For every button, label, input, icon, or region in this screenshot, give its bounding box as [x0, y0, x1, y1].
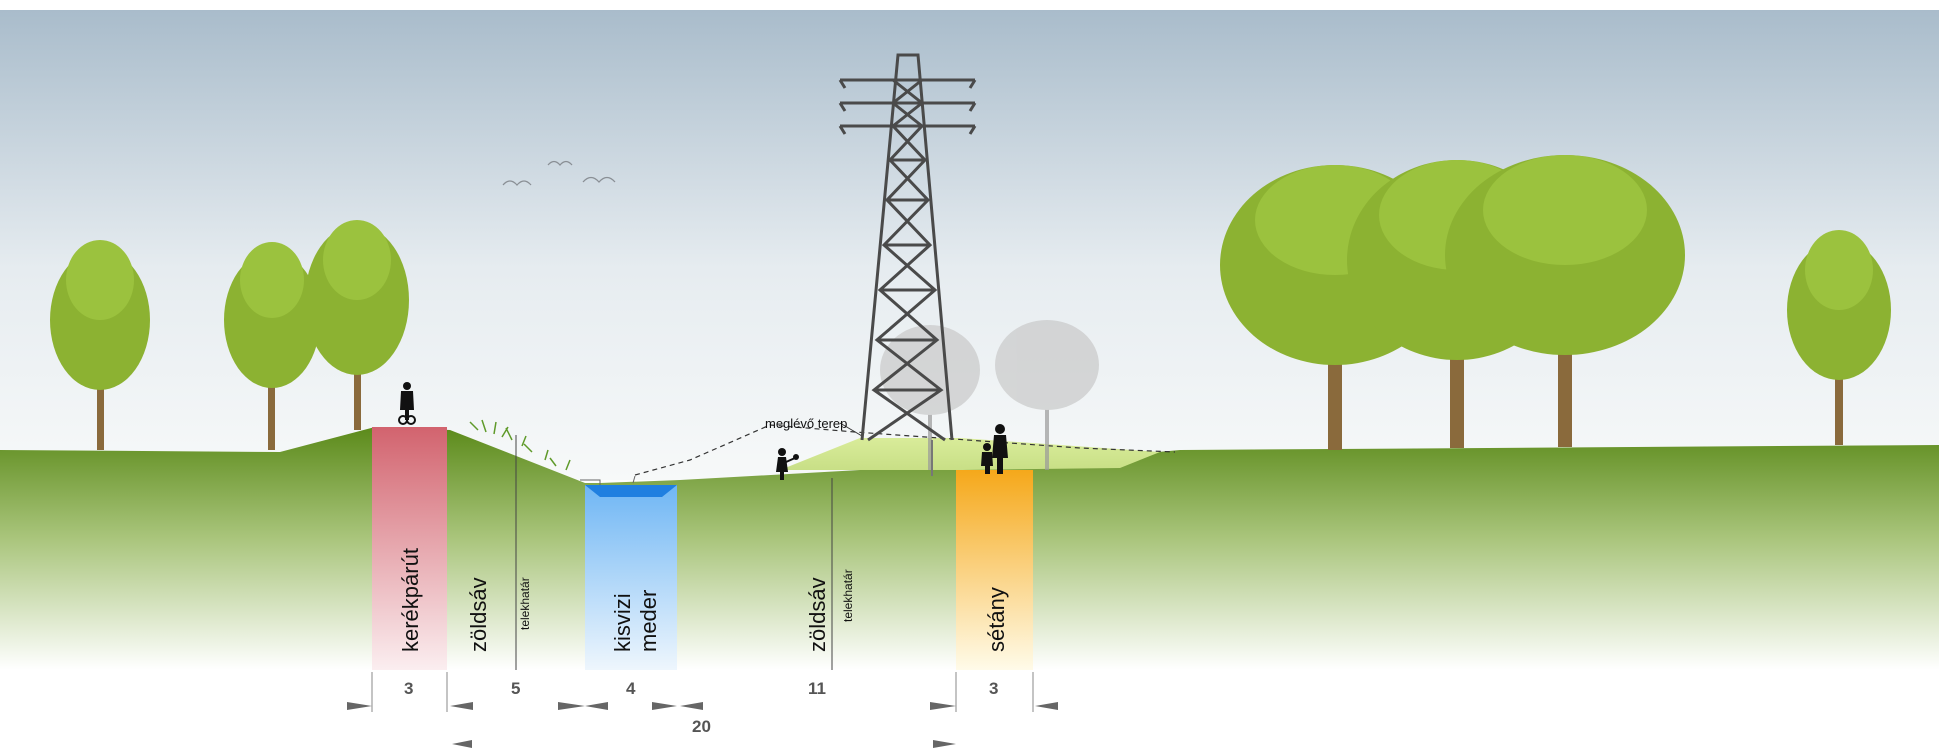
dim-setany: 3	[989, 679, 998, 698]
tree-left-1	[50, 240, 150, 450]
bike-path-strip	[372, 427, 447, 670]
dim-zoldsav-right: 11	[808, 679, 826, 698]
family-figures	[981, 424, 1008, 474]
promenade-strip	[956, 470, 1033, 670]
leader-line	[839, 422, 863, 437]
bank-vegetation	[469, 419, 571, 471]
grey-tree-2	[995, 320, 1099, 470]
label-telekhatar-left: telekhatár	[518, 577, 532, 630]
label-kisvizi: kisvizi	[610, 593, 635, 652]
label-setany: sétány	[984, 587, 1009, 652]
existing-terrain-line	[634, 424, 1176, 476]
water-channel-strip	[585, 485, 677, 670]
dim-total: 20	[692, 717, 711, 736]
tree-right-3	[1445, 155, 1685, 447]
child-with-kite-figure	[776, 448, 799, 480]
dim-kerekparut: 3	[404, 679, 413, 698]
label-zoldsav-right: zöldsáv	[805, 577, 830, 652]
tree-left-3	[305, 220, 409, 430]
grey-tree-1	[880, 325, 980, 470]
dimension-lines	[371, 672, 1034, 712]
dimension-arrows	[347, 702, 1058, 748]
label-telekhatar-right: telekhatár	[841, 569, 855, 622]
label-meder: meder	[636, 590, 661, 652]
cyclist-figure	[398, 382, 416, 425]
tree-left-2	[224, 242, 320, 450]
existing-terrain-mound	[780, 438, 1160, 470]
label-zoldsav-left: zöldsáv	[466, 577, 491, 652]
transmission-pylon	[838, 53, 977, 442]
label-meglevo-terep: meglévő terep	[765, 416, 847, 431]
birds	[502, 160, 616, 186]
water-surface	[585, 485, 677, 497]
dim-meder: 4	[626, 679, 636, 698]
tree-right-4	[1787, 230, 1891, 445]
dim-zoldsav-left: 5	[511, 679, 520, 698]
label-kerekparut: kerékpárút	[398, 548, 423, 652]
